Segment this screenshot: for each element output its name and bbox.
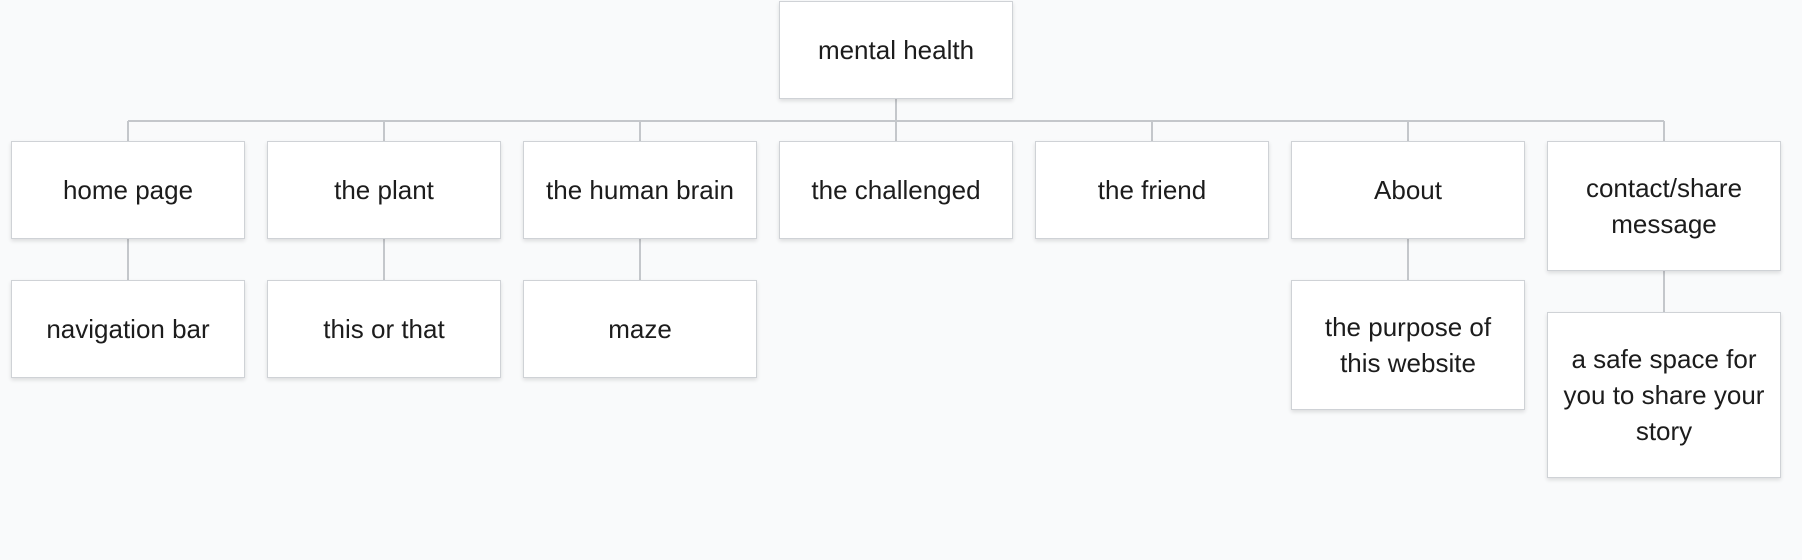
root-node-label: mental health xyxy=(817,35,975,65)
child-node-home-label: navigation bar xyxy=(46,314,210,344)
page-node-brain-label: the human brain xyxy=(546,175,734,205)
child-node-contact: a safe space for you to share your story xyxy=(1547,312,1781,478)
root-node: mental health xyxy=(779,1,1013,99)
page-node-brain: the human brain xyxy=(523,141,757,239)
child-node-plant: this or that xyxy=(267,280,501,378)
page-node-contact-label: contact/share message xyxy=(1585,173,1743,239)
page-node-friend: the friend xyxy=(1035,141,1269,239)
child-node-about-label: the purpose of this website xyxy=(1324,312,1492,378)
child-node-plant-label: this or that xyxy=(323,314,445,344)
page-node-plant: the plant xyxy=(267,141,501,239)
page-node-about: About xyxy=(1291,141,1525,239)
page-node-contact: contact/share message xyxy=(1547,141,1781,271)
child-node-brain: maze xyxy=(523,280,757,378)
child-node-contact-label: a safe space for you to share your story xyxy=(1563,344,1765,446)
page-node-plant-label: the plant xyxy=(334,175,434,205)
page-node-home: home page xyxy=(11,141,245,239)
page-node-challenged: the challenged xyxy=(779,141,1013,239)
page-node-about-label: About xyxy=(1374,175,1442,205)
page-node-challenged-label: the challenged xyxy=(811,175,981,205)
child-node-about: the purpose of this website xyxy=(1291,280,1525,410)
child-node-home: navigation bar xyxy=(11,280,245,378)
page-node-friend-label: the friend xyxy=(1097,175,1207,205)
page-node-home-label: home page xyxy=(62,175,194,205)
child-node-brain-label: maze xyxy=(608,314,672,344)
